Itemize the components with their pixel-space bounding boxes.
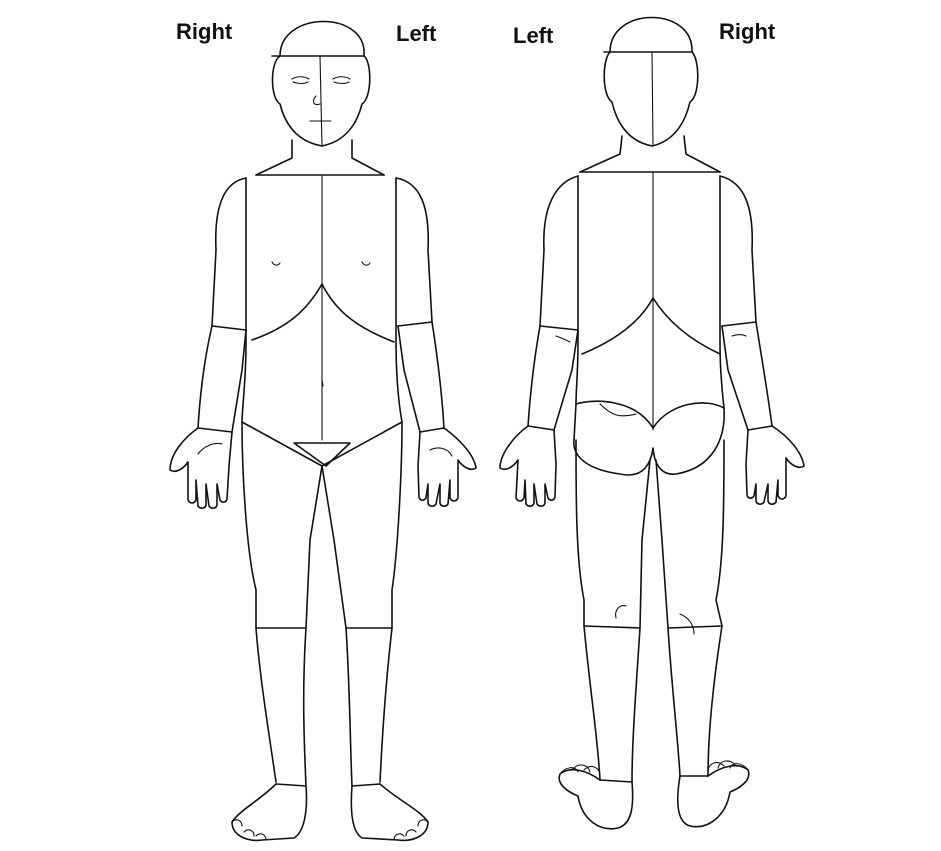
back-left-elbow-mark [556, 336, 570, 342]
front-right-wrist-line [198, 428, 232, 432]
back-right-toes [708, 761, 748, 770]
back-head-midline [652, 52, 653, 146]
back-head [604, 18, 698, 147]
back-right-knee-mark [680, 614, 694, 634]
back-torso [576, 176, 724, 408]
front-left-toes [394, 820, 428, 840]
back-right-foot [678, 766, 749, 827]
back-right-elbow-mark [732, 335, 746, 337]
front-right-arm [198, 178, 246, 432]
front-right-elbow-line [212, 326, 246, 330]
back-left-knee-mark [616, 606, 626, 618]
back-waist-line [582, 298, 720, 354]
front-right-leg [242, 422, 322, 786]
back-left-toes [560, 765, 600, 774]
front-nipples [272, 262, 370, 265]
back-left-ankle-line [600, 780, 632, 782]
front-right-toes [232, 820, 266, 840]
front-left-elbow-line [398, 322, 432, 326]
back-right-leg [656, 440, 724, 776]
front-face-midline [320, 56, 322, 146]
front-left-palm-crease [430, 448, 452, 456]
back-left-elbow-line [540, 326, 578, 330]
front-right-palm-crease [198, 443, 222, 454]
back-left-foot [559, 770, 632, 829]
front-right-foot [232, 784, 307, 840]
back-right-hand [746, 426, 804, 504]
front-left-eye [333, 77, 350, 84]
front-left-ankle-line [352, 784, 380, 786]
back-right-arm [720, 176, 772, 430]
front-left-arm [396, 178, 444, 432]
front-right-eye [292, 77, 309, 84]
back-buttocks-crease [600, 404, 636, 416]
back-right-elbow-line [722, 322, 756, 326]
front-right-hand [170, 428, 232, 508]
front-left-hand [418, 428, 476, 506]
back-right-knee-line [668, 626, 722, 628]
front-right-ankle-line [276, 784, 306, 786]
back-left-wrist-line [528, 426, 554, 430]
front-chest-line [252, 284, 394, 342]
front-nose [313, 96, 320, 105]
back-right-wrist-line [748, 426, 772, 430]
back-left-hand [500, 426, 556, 506]
back-neck [580, 136, 720, 172]
front-left-leg [322, 422, 402, 786]
front-left-wrist-line [420, 428, 444, 432]
front-figure [170, 22, 476, 841]
back-left-knee-line [584, 626, 640, 628]
back-left-arm [528, 176, 578, 430]
back-figure [500, 18, 804, 829]
back-left-leg [576, 440, 650, 782]
